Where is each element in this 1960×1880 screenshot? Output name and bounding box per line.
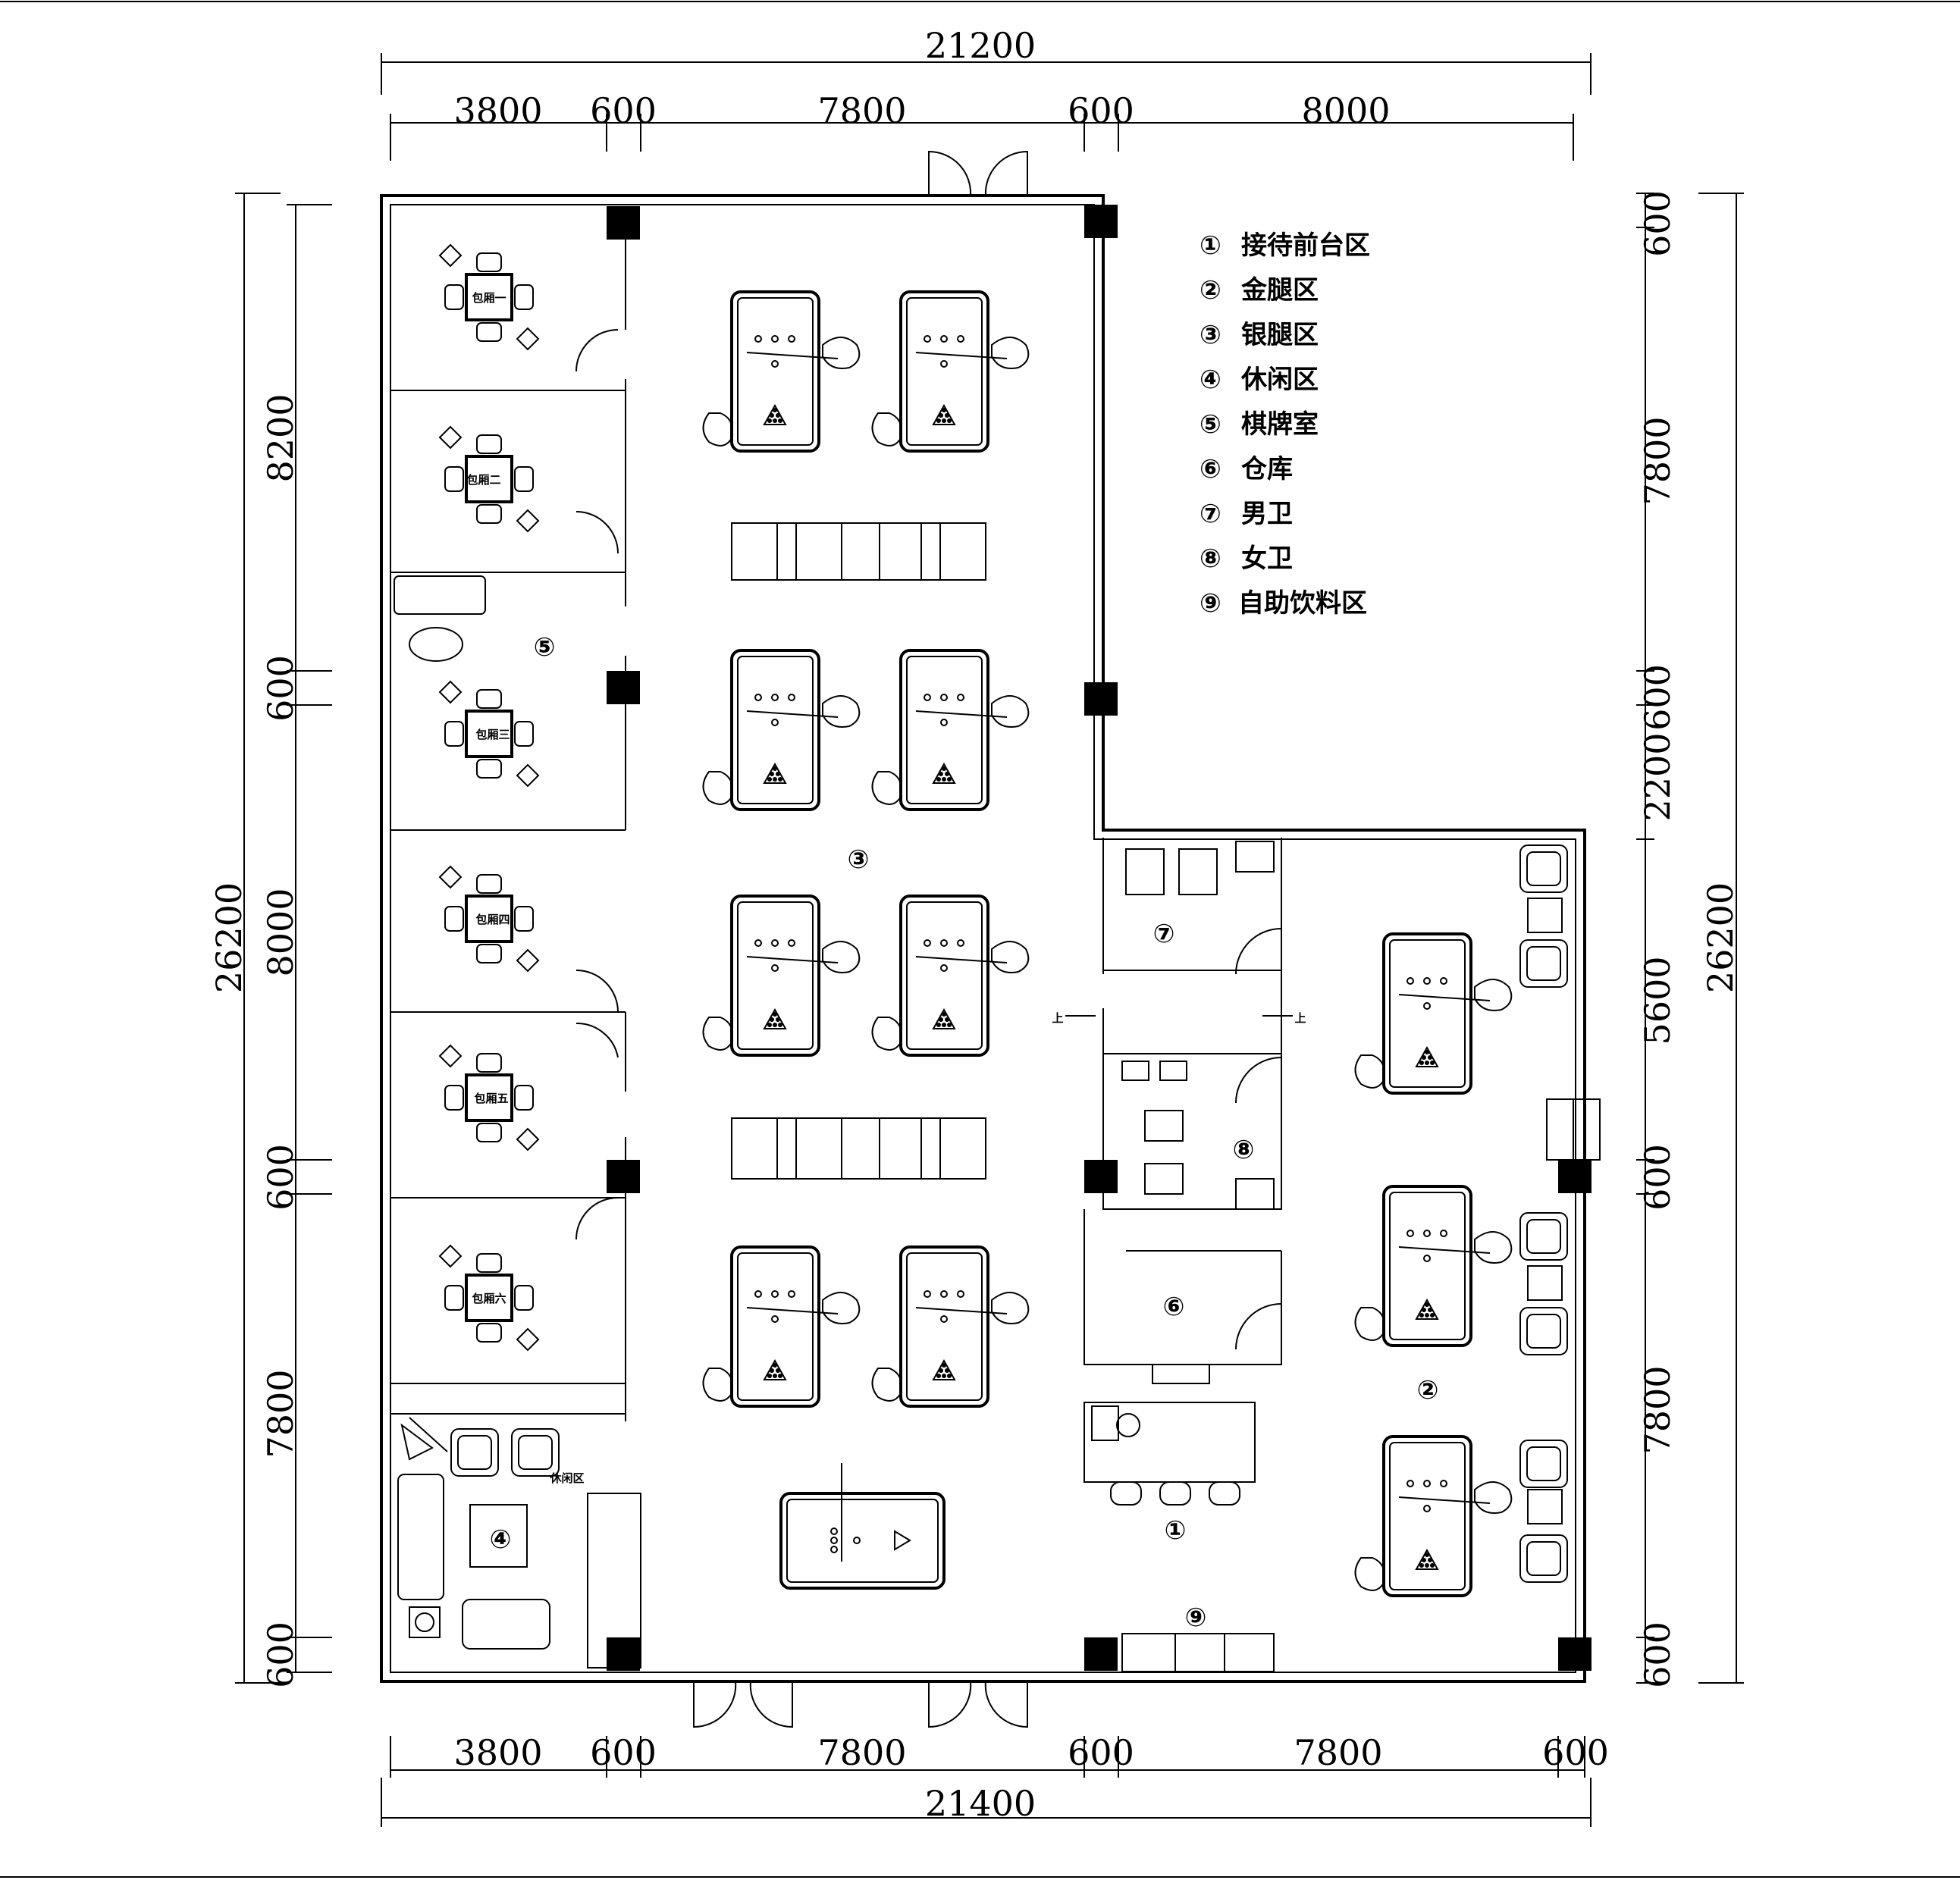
area-mark-4: ④ [490,1524,512,1555]
right-dim-4: 2200 [1637,732,1678,821]
room-label-vip6: 包厢六 [472,1292,506,1305]
left-dim-1: 8200 [260,393,301,482]
room-label-vip4: 包厢四 [475,913,510,926]
bottom-dim-3: 7800 [817,1732,906,1773]
bottom-dimensions: 3800 600 7800 600 7800 600 21400 [381,1732,1609,1827]
legend-item-7-label: 男卫 [1241,499,1293,529]
legend-item-8-num: ⑧ [1200,544,1221,574]
left-dim-3: 8000 [260,888,301,976]
legend: ① 接待前台区 ② 金腿区 ③ 银腿区 ④ 休闲区 ⑤ 棋牌室 ⑥ 仓库 ⑦ 男… [1200,230,1370,619]
top-dim-1: 3800 [453,90,542,131]
vip-rooms: 包厢一 包厢二 包厢三 包厢四 包厢五 包厢六 [390,227,626,1421]
room-label-vip1: 包厢一 [472,291,506,305]
lounge-label: 休闲区 [549,1471,584,1485]
legend-item-6-num: ⑥ [1200,454,1221,484]
right-dim-2: 7800 [1637,416,1678,505]
bottom-total-dim: 21400 [925,1783,1036,1824]
area-mark-6: ⑥ [1163,1292,1185,1322]
area-mark-1: ① [1165,1515,1187,1546]
bottom-dim-5: 7800 [1294,1732,1382,1773]
legend-item-5-num: ⑤ [1200,409,1221,440]
legend-item-8-label: 女卫 [1241,544,1293,574]
legend-item-9-label: 自助饮料区 [1238,588,1367,619]
bottom-dim-1: 3800 [453,1732,542,1773]
lounge-area: 休闲区 [397,1417,641,1668]
left-total-dim: 26200 [209,882,249,993]
legend-item-7-num: ⑦ [1200,499,1221,529]
right-dim-7: 7800 [1637,1365,1678,1454]
right-total-dim: 26200 [1700,882,1741,993]
bottom-dim-4: 600 [1068,1732,1134,1773]
left-dim-5: 7800 [260,1369,301,1458]
bottom-dim-2: 600 [590,1732,657,1773]
legend-item-3-num: ③ [1200,320,1221,350]
room-label-vip2: 包厢二 [466,473,500,487]
stair-label-right: 上 [1294,1011,1306,1025]
top-dim-3: 7800 [817,90,906,131]
top-dim-2: 600 [590,90,657,131]
top-total-dim: 21200 [925,25,1036,66]
top-dimensions: 21200 3800 600 7800 600 8000 [381,25,1592,161]
legend-item-5-label: 棋牌室 [1241,409,1319,440]
gold-zone-tables [1353,844,1601,1597]
left-dim-6: 600 [260,1622,301,1688]
legend-item-4-num: ④ [1200,365,1221,395]
silver-zone-tables [701,290,1030,1590]
top-dim-5: 8000 [1301,90,1390,131]
legend-item-9-num: ⑨ [1200,588,1221,619]
area-mark-7: ⑦ [1153,919,1175,949]
legend-item-1-label: 接待前台区 [1241,230,1370,261]
legend-item-6-label: 仓库 [1241,454,1293,484]
top-dim-4: 600 [1068,90,1134,131]
right-dimensions: 600 7800 600 2200 5600 600 7800 600 2620… [1636,190,1744,1688]
legend-item-2-num: ② [1200,275,1221,306]
left-dim-2: 600 [260,655,301,722]
right-dim-6: 600 [1637,1144,1678,1211]
area-marks: ① ② ③ ④ ⑤ ⑥ ⑦ ⑧ ⑨ [490,632,1439,1633]
area-mark-8: ⑧ [1233,1135,1255,1165]
right-dim-5: 5600 [1637,956,1678,1045]
legend-item-4-label: 休闲区 [1240,365,1319,395]
room-label-vip3: 包厢三 [475,728,510,741]
legend-item-3-label: 银腿区 [1241,320,1319,350]
bottom-dim-6: 600 [1542,1732,1609,1773]
area-mark-5: ⑤ [534,632,556,663]
right-dim-1: 600 [1637,190,1678,257]
left-dimensions: 26200 8200 600 8000 600 7800 600 [209,193,332,1688]
entrance-doors [693,150,1028,1728]
room-label-vip5: 包厢五 [474,1092,508,1105]
right-dim-3: 600 [1637,664,1678,731]
legend-item-1-num: ① [1200,230,1221,261]
area-mark-9: ⑨ [1185,1603,1207,1633]
service-block: 上 上 [1052,838,1306,1672]
area-mark-3: ③ [848,844,870,875]
area-mark-2: ② [1417,1375,1439,1405]
left-dim-4: 600 [260,1144,301,1211]
stair-label-left: 上 [1052,1011,1063,1025]
right-dim-8: 600 [1637,1622,1678,1688]
legend-item-2-label: 金腿区 [1240,275,1319,306]
